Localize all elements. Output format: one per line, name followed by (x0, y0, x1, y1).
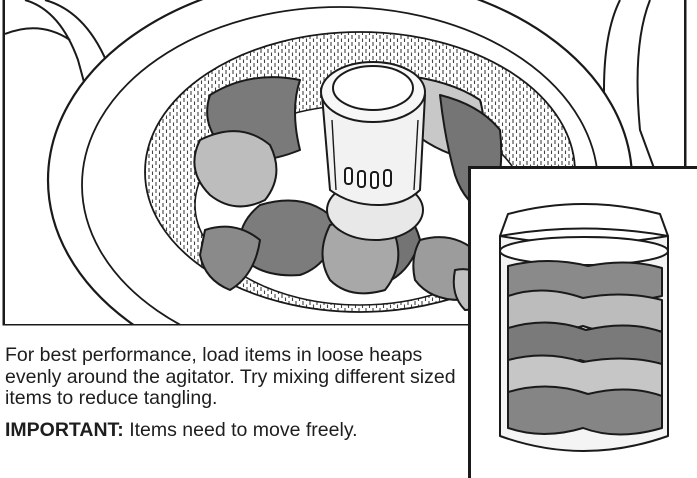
caption-text-block: For best performance, load items in loos… (5, 345, 465, 451)
stacked-clothes (508, 261, 662, 435)
important-note: IMPORTANT: Items need to move freely. (5, 420, 465, 442)
loading-instructions-paragraph: For best performance, load items in loos… (5, 345, 465, 410)
basket-side-view-illustration (468, 166, 697, 478)
important-label: IMPORTANT: (5, 419, 124, 441)
important-text: Items need to move freely. (124, 419, 358, 441)
agitator (321, 62, 425, 240)
